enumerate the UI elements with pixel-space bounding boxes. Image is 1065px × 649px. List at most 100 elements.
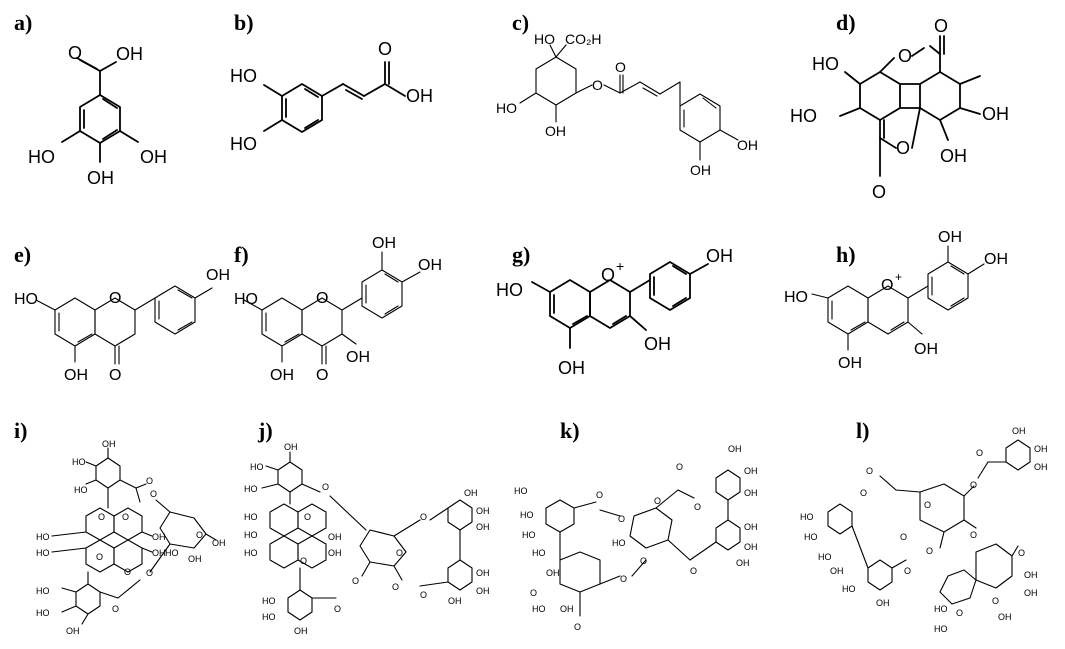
atom-label: HO: [244, 530, 258, 540]
atom-label: O: [96, 552, 103, 562]
atom-label: OH: [558, 358, 585, 378]
atom-label: OH: [998, 612, 1012, 622]
atom-label: O: [896, 138, 910, 158]
structure-k: HO HO HO O O O HO O O O OH OH OH OH OH O: [514, 444, 758, 632]
panel-label-e: e): [14, 242, 32, 267]
atom-label: HO: [244, 484, 258, 494]
atom-label: O: [926, 546, 933, 556]
atom-label: O: [146, 568, 153, 578]
atom-label: OH: [1034, 444, 1048, 454]
atom-label: O: [300, 556, 307, 566]
atom-label: OH: [744, 488, 758, 498]
atom-label: OH: [284, 442, 298, 452]
atom-label: OH: [690, 162, 711, 178]
atom-label: O: [615, 59, 626, 75]
atom-label: O: [881, 277, 893, 294]
atom-label: OH: [876, 598, 890, 608]
atom-label: O: [420, 512, 427, 522]
atom-label: HO: [790, 106, 817, 126]
atom-label: OH: [328, 532, 342, 542]
panel-label-i: i): [14, 418, 28, 443]
atom-label: O: [530, 588, 537, 598]
atom-label: O: [904, 566, 911, 576]
panel-label-h: h): [836, 242, 856, 267]
atom-label: O: [146, 476, 153, 486]
atom-label: HO: [520, 510, 534, 520]
atom-label: O: [396, 548, 403, 558]
atom-label: O: [122, 512, 129, 522]
atom-label: O: [970, 530, 977, 540]
atom-label: OH: [706, 246, 733, 266]
atom-label: OH: [206, 267, 230, 284]
atom-label: OH: [448, 596, 462, 606]
atom-label: O: [1018, 548, 1025, 558]
atom-label: HO: [14, 291, 38, 308]
atom-label: O: [601, 265, 615, 285]
atom-label: O: [109, 290, 121, 307]
panel-label-g: g): [512, 242, 531, 267]
atom-label: OH: [346, 349, 370, 366]
atom-label: OH: [914, 341, 938, 358]
atom-label: HO: [230, 134, 257, 154]
atom-label: OH: [66, 626, 80, 636]
atom-label: OH: [982, 104, 1009, 124]
atom-label: HO: [262, 612, 276, 622]
atom-label: O: [352, 576, 359, 586]
atom-label: HO: [784, 289, 808, 306]
atom-label: O: [592, 77, 603, 93]
atom-label: OH: [116, 44, 143, 64]
atom-label: OH: [476, 586, 490, 596]
atom-label: OH: [728, 444, 742, 454]
atom-label: O: [109, 367, 121, 384]
panel-label-f: f): [234, 242, 249, 267]
atom-label: OH: [546, 568, 560, 578]
structure-i: OH HO HO O O O O O O HO HO OH: [36, 439, 226, 636]
atom-label: OH: [545, 123, 566, 139]
atom-label: HO: [532, 604, 546, 614]
structure-d: O O O O HO HO OH OH: [790, 16, 1009, 202]
atom-label: O: [640, 556, 647, 566]
structure-e: O OH O HO OH: [14, 267, 230, 384]
atom-label: OH: [476, 522, 490, 532]
atom-label: O: [618, 514, 625, 524]
atom-label: O: [112, 604, 119, 614]
atom-label: O: [378, 39, 392, 59]
structure-b: HO HO O OH: [230, 39, 433, 154]
atom-label: O: [900, 532, 907, 542]
atom-label: HO: [514, 486, 528, 496]
atom-label: HO: [934, 624, 948, 634]
atom-label: HO: [496, 280, 523, 300]
atom-label: OH: [560, 604, 574, 614]
atom-label: OH: [1024, 570, 1038, 580]
atom-label: HO: [532, 548, 546, 558]
atom-label: HO: [244, 548, 258, 558]
atom-label: HO: [244, 512, 258, 522]
structure-l: OH OH OH O O O O O O O O HO HO: [800, 426, 1048, 634]
atom-label: O: [596, 490, 603, 500]
atom-label: HO: [165, 548, 179, 558]
atom-label: O: [392, 582, 399, 592]
atom-label: HO: [36, 548, 50, 558]
atom-label: OH: [102, 439, 116, 449]
atom-label: O: [866, 466, 873, 476]
panel-label-k: k): [560, 418, 580, 443]
atom-label: O: [124, 567, 131, 577]
atom-label: O: [316, 290, 328, 307]
atom-label: O: [420, 590, 427, 600]
atom-label: OH: [1034, 462, 1048, 472]
atom-label: HO: [234, 291, 258, 308]
atom-label: OH: [737, 137, 758, 153]
atom-label: O: [98, 512, 105, 522]
atom-label: HO: [934, 604, 948, 614]
atom-label: HO: [36, 532, 50, 542]
atom-label: OH: [188, 554, 202, 564]
atom-label: O: [334, 604, 341, 614]
atom-label: OH: [294, 626, 308, 636]
atom-label: OH: [328, 548, 342, 558]
atom-label: O: [872, 182, 886, 202]
atom-label: OH: [984, 251, 1008, 268]
atom-label: O: [694, 502, 701, 512]
atom-label: HO: [812, 54, 839, 74]
atom-label: OH: [372, 235, 396, 252]
atom-label: HO: [534, 31, 555, 47]
